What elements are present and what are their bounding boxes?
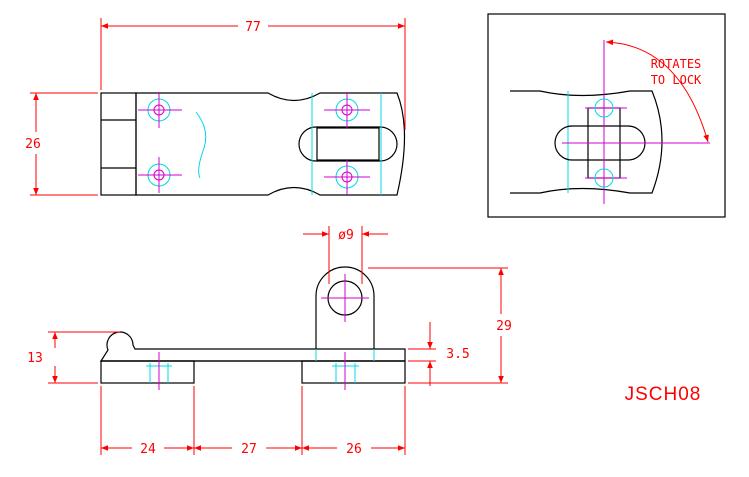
dim-label-29: 29: [496, 319, 512, 334]
staple-eye: [315, 266, 375, 349]
dim-label-9: ø9: [338, 228, 354, 243]
dim-label-13: 13: [27, 351, 43, 366]
dim-label-26-width: 26: [346, 442, 362, 457]
detail-view: ROTATES TO LOCK: [487, 13, 726, 218]
dim-bottom-chain: 24 27 26: [100, 386, 406, 457]
lock-slot: [298, 126, 398, 162]
dim-label-26-height: 26: [25, 137, 41, 152]
mounting-hole-bottom-right: [324, 159, 370, 195]
left-foot: [100, 360, 195, 384]
detail-frame: [487, 13, 726, 218]
top-view: 77 26: [25, 18, 406, 196]
dim-overall-length: 77: [100, 18, 406, 130]
dim-label-24: 24: [140, 442, 156, 457]
mounting-hole-top-left: [138, 92, 182, 128]
dim-label-77: 77: [245, 20, 261, 35]
drawing-code: JSCH08: [625, 384, 702, 405]
mounting-hole-bottom-left: [138, 157, 182, 193]
dim-pin-diameter: ø9: [303, 226, 388, 284]
to-lock-label: TO LOCK: [651, 73, 702, 87]
dim-label-27: 27: [241, 442, 257, 457]
right-foot: [301, 360, 406, 384]
dim-eye-height: 29: [368, 267, 512, 384]
hinge-block: [100, 92, 137, 196]
dim-label-3-5: 3.5: [446, 347, 469, 362]
dim-side-height: 13: [27, 331, 120, 384]
strap-outline: [135, 92, 406, 196]
dim-height: 26: [25, 92, 98, 196]
side-strap: [99, 331, 406, 362]
side-view: ø9 29 3.5 13: [27, 226, 512, 457]
rotates-label: ROTATES: [651, 57, 702, 71]
mounting-hole-top-right: [324, 92, 370, 128]
dim-base-thickness: 3.5: [408, 322, 470, 386]
